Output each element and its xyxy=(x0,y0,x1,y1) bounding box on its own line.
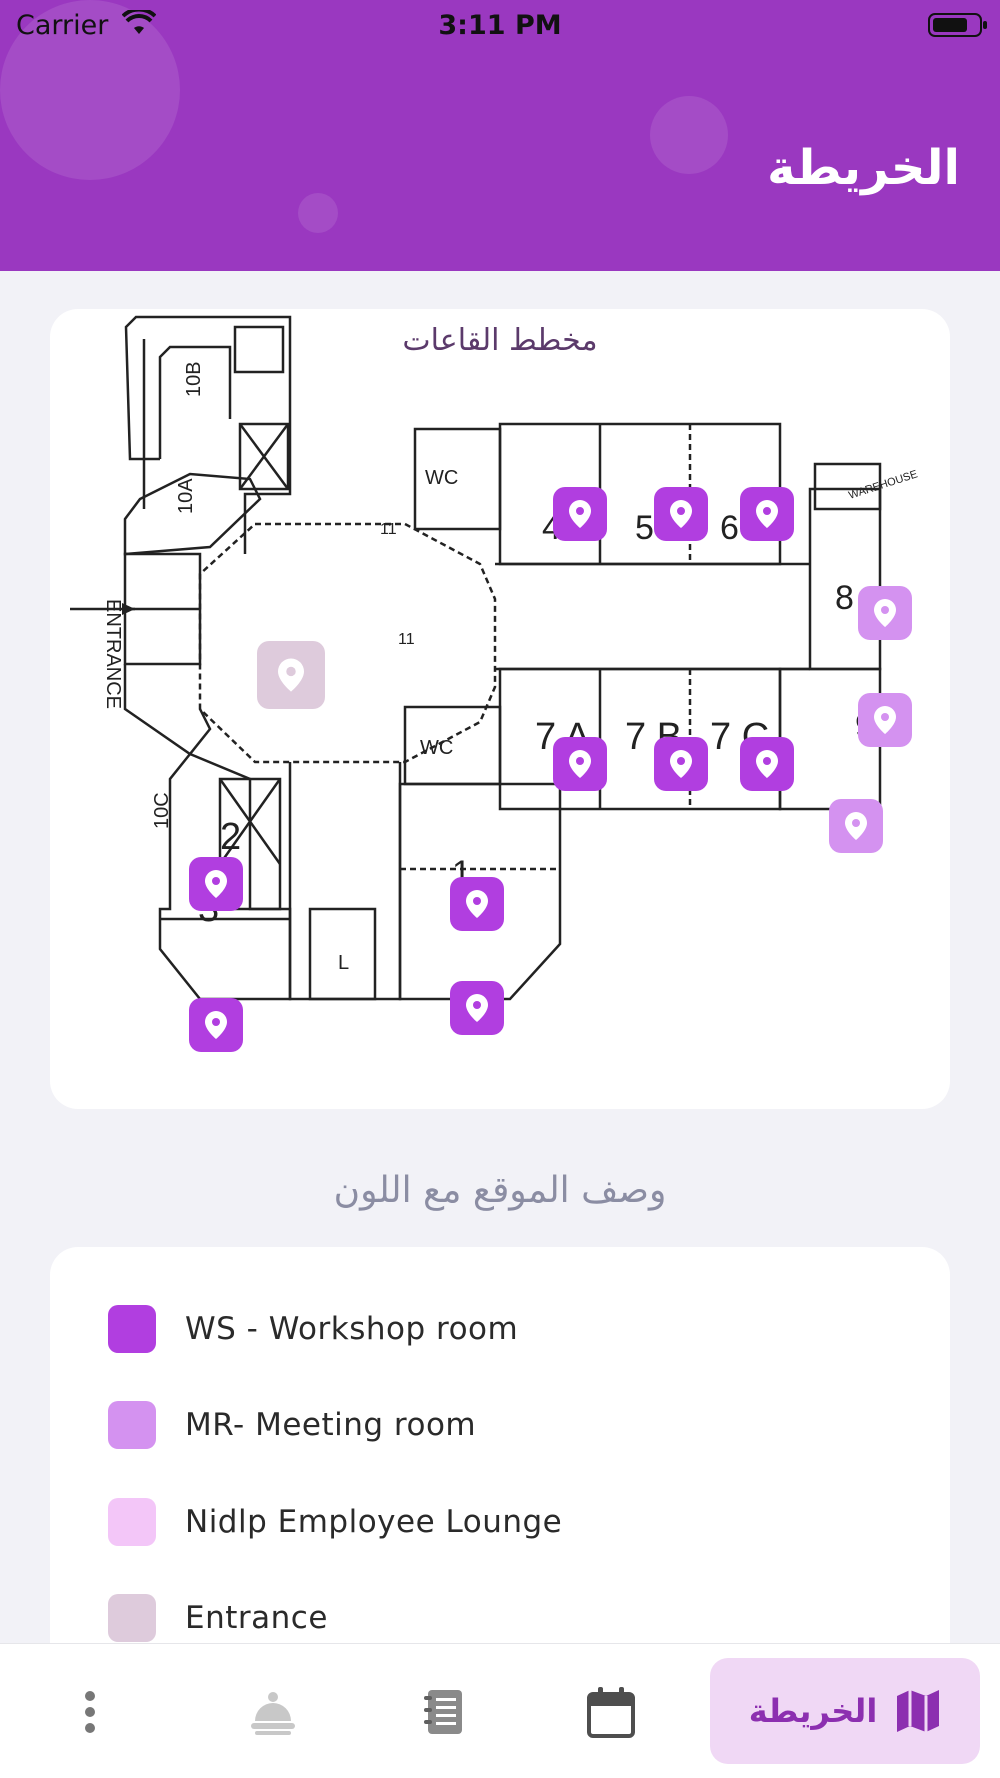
location-pin-room-8-lower[interactable] xyxy=(858,693,912,747)
legend-label: Nidlp Employee Lounge xyxy=(185,1504,563,1540)
tab-notebook[interactable] xyxy=(400,1644,485,1778)
wifi-icon xyxy=(121,7,157,43)
location-pin-room-5[interactable] xyxy=(654,487,708,541)
map-pin-icon xyxy=(874,599,896,627)
map-label-10a: 10A xyxy=(175,478,197,514)
location-pin-room-4[interactable] xyxy=(553,487,607,541)
location-pin-room-7b[interactable] xyxy=(654,737,708,791)
calendar-icon xyxy=(586,1686,635,1738)
tab-calendar[interactable] xyxy=(568,1644,653,1778)
map-pin-icon xyxy=(756,750,778,778)
carrier-label: Carrier xyxy=(16,10,109,41)
decorative-bubble xyxy=(298,193,338,233)
floor-map-card: ENTRANCE 10B 10A 10C WC WC WAREHOUSE 4 5… xyxy=(50,309,950,1109)
location-pin-room-8-upper[interactable] xyxy=(858,586,912,640)
map-pin-icon xyxy=(569,500,591,528)
map-pin-icon xyxy=(278,658,304,692)
battery-icon xyxy=(928,12,988,45)
map-pin-icon xyxy=(845,812,867,840)
map-pin-icon xyxy=(670,500,692,528)
location-pin-room-2[interactable] xyxy=(189,857,243,911)
legend-label: Entrance xyxy=(185,1600,328,1636)
decorative-bubble xyxy=(0,0,180,180)
map-label-area-11-top: 11 xyxy=(380,521,397,538)
map-icon xyxy=(897,1690,940,1732)
location-pin-room-9[interactable] xyxy=(829,799,883,853)
legend-item-lounge: Nidlp Employee Lounge xyxy=(108,1497,562,1547)
map-label-area-11-bottom: 11 xyxy=(398,631,415,648)
map-label-l: L xyxy=(338,952,349,974)
legend-label: WS - Workshop room xyxy=(185,1311,519,1347)
map-label-10c: 10C xyxy=(151,792,173,829)
legend-label: MR- Meeting room xyxy=(185,1407,477,1443)
map-label-wc-top: WC xyxy=(425,467,458,489)
location-pin-room-1-upper[interactable] xyxy=(450,877,504,931)
legend-item-meeting: MR- Meeting room xyxy=(108,1400,476,1450)
map-pin-icon xyxy=(466,890,488,918)
map-label-5: 5 xyxy=(635,509,654,547)
map-pin-icon xyxy=(466,994,488,1022)
legend-swatch xyxy=(108,1305,156,1353)
page-title: الخريطة xyxy=(767,140,960,196)
legend-item-workshop: WS - Workshop room xyxy=(108,1304,518,1354)
map-title: مخطط القاعات xyxy=(402,323,598,358)
legend-swatch xyxy=(108,1401,156,1449)
map-pin-icon xyxy=(874,706,896,734)
location-pin-room-6[interactable] xyxy=(740,487,794,541)
location-pin-entrance[interactable] xyxy=(257,641,325,709)
more-vertical-icon xyxy=(85,1690,95,1733)
map-pin-icon xyxy=(569,750,591,778)
legend-item-entrance: Entrance xyxy=(108,1593,328,1643)
tab-bar: الخريطة xyxy=(0,1643,1000,1778)
map-label-2: 2 xyxy=(220,816,241,858)
map-label-wc-bottom: WC xyxy=(420,737,453,759)
location-pin-room-3[interactable] xyxy=(189,998,243,1052)
map-pin-icon xyxy=(205,1011,227,1039)
location-pin-room-1-lower[interactable] xyxy=(450,981,504,1035)
legend-swatch xyxy=(108,1498,156,1546)
tab-map-label: الخريطة xyxy=(748,1692,878,1730)
map-label-8: 8 xyxy=(835,579,854,617)
legend-swatch xyxy=(108,1594,156,1642)
tab-more[interactable] xyxy=(50,1644,130,1778)
reception-bell-icon xyxy=(250,1691,295,1735)
map-pin-icon xyxy=(670,750,692,778)
header: Carrier 3:11 PM الخريطة xyxy=(0,0,1000,271)
map-label-warehouse: WAREHOUSE xyxy=(847,468,919,502)
floor-plan-drawing: ENTRANCE 10B 10A 10C WC WC WAREHOUSE 4 5… xyxy=(70,315,919,1001)
map-label-6: 6 xyxy=(720,509,739,547)
legend-card: WS - Workshop room MR- Meeting room Nidl… xyxy=(50,1247,950,1687)
map-pin-icon xyxy=(756,500,778,528)
map-label-entrance: ENTRANCE xyxy=(102,599,124,709)
location-pin-room-7c[interactable] xyxy=(740,737,794,791)
tab-reception[interactable] xyxy=(230,1644,315,1778)
status-bar: Carrier 3:11 PM xyxy=(0,0,1000,50)
legend-section-title: وصف الموقع مع اللون xyxy=(333,1170,667,1211)
notebook-icon xyxy=(423,1689,462,1734)
decorative-bubble xyxy=(650,96,728,174)
map-pin-icon xyxy=(205,870,227,898)
status-time: 3:11 PM xyxy=(438,10,562,41)
tab-map[interactable]: الخريطة xyxy=(710,1658,980,1764)
location-pin-room-7a[interactable] xyxy=(553,737,607,791)
map-label-10b: 10B xyxy=(183,361,205,397)
